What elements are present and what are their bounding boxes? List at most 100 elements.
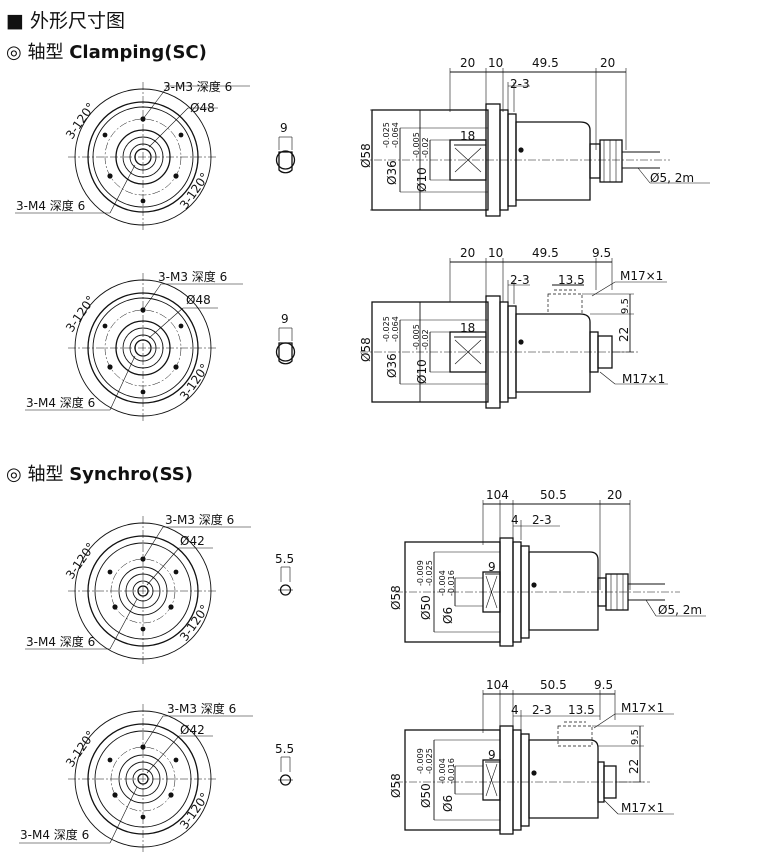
d58-label: Ø58 (359, 337, 373, 362)
dim-50-5-label: 50.5 (540, 488, 567, 502)
shaft-end-view-3 (278, 566, 293, 596)
double-circle-icon: ◎ (6, 464, 22, 485)
flat-width-label: 5.5 (275, 742, 294, 756)
section-name: Synchro(SS) (69, 464, 193, 485)
dim-49-5-label: 49.5 (532, 246, 559, 260)
d58-label: Ø58 (389, 585, 403, 610)
tolerance-label: -0.025 (382, 316, 391, 342)
angle-label: 3-120° (177, 790, 212, 832)
tolerance-label: -0.004 (438, 758, 447, 784)
dim-50-5-label: 50.5 (540, 678, 567, 692)
dim-10-4-label: 104 (486, 488, 509, 502)
thread-m17-label: M17×1 (622, 372, 665, 386)
d48-label: Ø48 (190, 101, 215, 115)
gap-label: 2-3 (510, 273, 530, 287)
tolerance-label: -0.064 (391, 122, 400, 148)
tolerance-label: -0.025 (425, 560, 434, 586)
dim-20-label: 20 (607, 488, 622, 502)
dim-13-5-label: 13.5 (568, 703, 595, 717)
d58-label: Ø58 (359, 143, 373, 168)
m4-depth-label: 3-M4 深度 6 (26, 395, 95, 410)
section-title-clamping: ◎ 轴型 Clamping(SC) (6, 38, 207, 64)
angle-label: 3-120° (63, 293, 98, 335)
tolerance-label: -0.009 (416, 560, 425, 586)
tolerance-label: -0.004 (438, 570, 447, 596)
section-name: Clamping(SC) (69, 42, 207, 63)
side-view-ss-connector (395, 690, 674, 835)
m3-depth-label: 3-M3 深度 6 (165, 512, 234, 527)
dim-20-label: 20 (600, 56, 615, 70)
d36-label: Ø36 (385, 353, 399, 378)
flat-width-label: 9 (281, 312, 289, 326)
tolerance-label: -0.064 (391, 316, 400, 342)
dim-10-label: 10 (488, 246, 503, 260)
section-prefix: 轴型 (27, 42, 64, 63)
cable-label: Ø5, 2m (658, 603, 702, 617)
thread-m17-label: M17×1 (621, 701, 664, 715)
flat-width-label: 5.5 (275, 552, 294, 566)
tolerance-label: -0.02 (421, 329, 430, 350)
length-18-label: 18 (460, 129, 475, 143)
d50-label: Ø50 (419, 595, 433, 620)
d6-label: Ø6 (441, 607, 455, 624)
dim-10-4-label: 104 (486, 678, 509, 692)
shaft-end-view-2 (275, 327, 296, 365)
gap-label: 2-3 (532, 703, 552, 717)
d42-label: Ø42 (180, 534, 205, 548)
d42-label: Ø42 (180, 723, 205, 737)
m3-depth-label: 3-M3 深度 6 (167, 701, 236, 716)
dim-9-5-label: 9.5 (594, 678, 613, 692)
shaft-end-view-4 (278, 756, 293, 786)
dim-49-5-label: 49.5 (532, 56, 559, 70)
d36-label: Ø36 (385, 160, 399, 185)
filled-square-icon: ■ (6, 10, 24, 32)
thread-m17-label: M17×1 (620, 269, 663, 283)
d10-label: Ø10 (415, 359, 429, 384)
flat-width-label: 9 (280, 121, 288, 135)
tolerance-label: -0.016 (447, 758, 456, 784)
d58-label: Ø58 (389, 773, 403, 798)
side-view-sc-cable (360, 68, 710, 217)
front-view-ss-cable (25, 516, 251, 666)
dim-13-5-label: 13.5 (558, 273, 585, 287)
front-view-sc-connector (25, 273, 243, 423)
page-title: 外形尺寸图 (30, 10, 126, 32)
d10-label: Ø10 (415, 167, 429, 192)
dim-10-label: 10 (488, 56, 503, 70)
m3-depth-label: 3-M3 深度 6 (163, 79, 232, 94)
dim-20-label: 20 (460, 246, 475, 260)
length-18-label: 18 (460, 321, 475, 335)
tolerance-label: -0.016 (447, 570, 456, 596)
dim-4-label: 4 (511, 703, 519, 717)
page-header: ■ 外形尺寸图 (6, 6, 125, 33)
tolerance-label: -0.025 (425, 748, 434, 774)
section-title-synchro: ◎ 轴型 Synchro(SS) (6, 460, 193, 486)
dim-9-5-label: 9.5 (592, 246, 611, 260)
tolerance-label: -0.025 (382, 122, 391, 148)
m4-depth-label: 3-M4 深度 6 (20, 827, 89, 842)
dim-22-label: 22 (627, 759, 641, 774)
dim-22-label: 22 (617, 327, 631, 342)
m4-depth-label: 3-M4 深度 6 (26, 634, 95, 649)
dim-20-label: 20 (460, 56, 475, 70)
length-9-label: 9 (488, 748, 496, 762)
length-9-label: 9 (488, 560, 496, 574)
cable-label: Ø5, 2m (650, 171, 694, 185)
front-view-ss-connector (19, 704, 253, 854)
dim-9-5-label: 9.5 (620, 298, 631, 314)
thread-m17-label: M17×1 (621, 801, 664, 815)
dim-9-5-label: 9.5 (630, 729, 641, 745)
section-prefix: 轴型 (27, 464, 64, 485)
double-circle-icon: ◎ (6, 42, 22, 63)
dim-4-label: 4 (511, 513, 519, 527)
side-view-ss-cable (395, 500, 706, 647)
tolerance-label: -0.005 (412, 324, 421, 350)
gap-label: 2-3 (510, 77, 530, 91)
front-view-sc-cable (15, 82, 250, 232)
tolerance-label: -0.009 (416, 748, 425, 774)
angle-label: 3-120° (177, 602, 212, 644)
m3-depth-label: 3-M3 深度 6 (158, 269, 227, 284)
shaft-end-view-1 (275, 136, 296, 174)
side-view-sc-connector (360, 258, 668, 409)
